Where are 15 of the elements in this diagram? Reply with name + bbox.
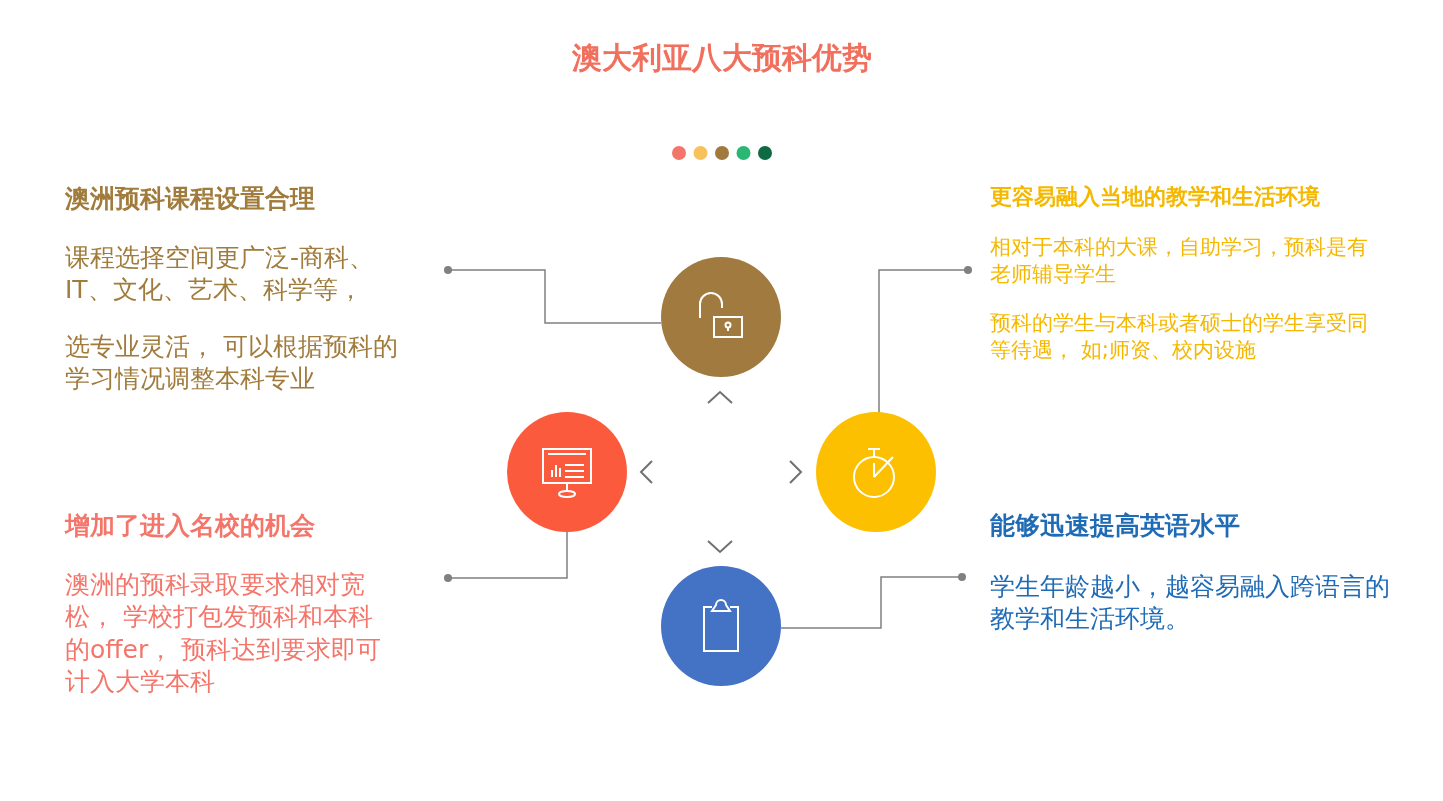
leader-line [444,266,662,324]
title: 澳大利亚八大预科优势 [570,39,873,77]
heading: 澳洲预科课程设置合理 [65,183,316,215]
body-text: 澳洲的预科录取要求相对宽松， 学校打包发预科和本科的offer， 预科达到要求即可计入大学本科 [65,568,383,698]
body-text: 相对于本科的大课，自助学习，预科是有老师辅导学生 [990,233,1369,288]
heading: 更容易融入当地的教学和生活环境 [990,183,1321,211]
leader-line [878,266,972,414]
body-text: 学生年龄越小，越容易融入跨语言的教学和生活环境。 [990,570,1391,635]
body-text: 课程选择空间更广泛-商科、IT、文化、艺术、科学等， [65,241,376,306]
leader-line [780,573,966,629]
leader-line [444,531,568,582]
body-text: 选专业灵活， 可以根据预科的学习情况调整本科专业 [65,330,399,395]
heading: 能够迅速提高英语水平 [990,510,1241,542]
heading: 增加了进入名校的机会 [65,510,316,542]
body-text: 预科的学生与本科或者硕士的学生享受同等待遇， 如;师资、校内设施 [990,310,1369,365]
